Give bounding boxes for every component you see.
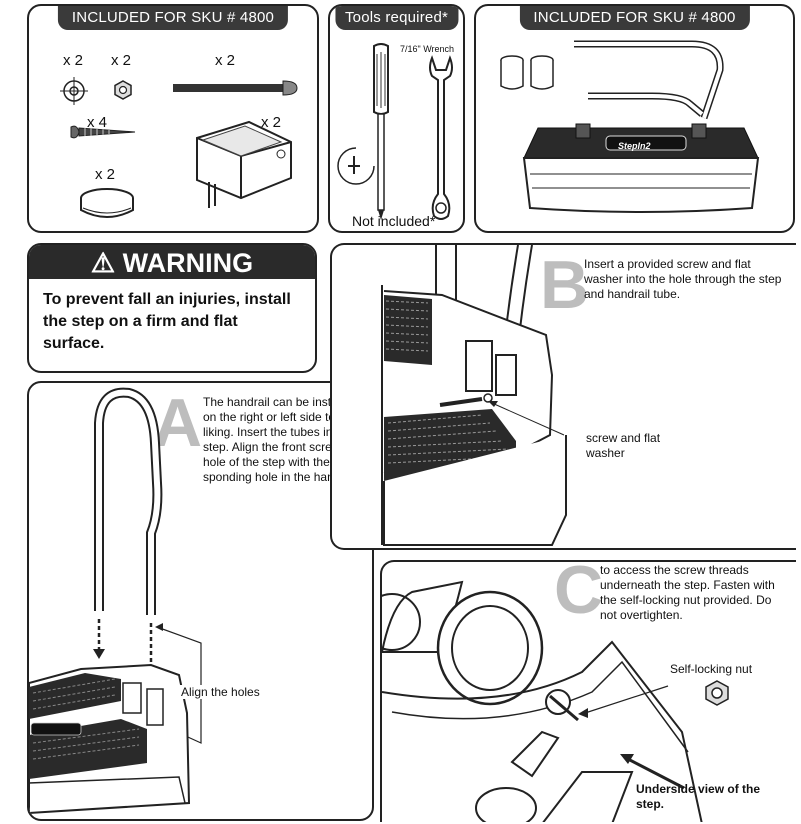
step-c-letter: C <box>554 560 604 628</box>
screwdriver-icon <box>373 43 389 220</box>
step-c-text: Turn the step assembly on the side to ac… <box>600 563 775 622</box>
not-included-label: Not included* <box>352 213 436 229</box>
wrench-icon <box>429 55 453 220</box>
bolt-icon <box>173 80 298 96</box>
step-b-text: Insert a provided screw and flat washer … <box>584 257 782 301</box>
tools-panel-title: Tools required* <box>334 6 459 30</box>
screw-washer-label: screw and flat washer <box>586 431 661 460</box>
cap-qty: x 2 <box>95 166 116 183</box>
align-holes-label: Align the holes <box>179 685 262 699</box>
warning-text: To prevent fall an injuries, install the… <box>43 291 291 352</box>
step-b-illustration <box>381 245 567 546</box>
step-a-text: The handrail can be installed on the rig… <box>203 395 365 484</box>
product-logo: StepIn2 <box>618 141 651 151</box>
self-locking-nut-label: Self-locking nut <box>670 662 753 676</box>
nut-qty: x 2 <box>111 52 132 69</box>
mount-bracket-icon <box>196 120 292 208</box>
bolt-qty: x 2 <box>215 52 236 69</box>
step-stool-icon <box>522 123 760 213</box>
end-cap-icon <box>80 188 134 218</box>
contents-panel-title: INCLUDED FOR SKU # 4800 <box>519 6 750 30</box>
wrench-label: 7/16" Wrench <box>400 44 455 54</box>
screw-qty: x 4 <box>87 114 108 131</box>
step-b-letter: B <box>540 247 590 323</box>
warning-panel: ⚠ WARNING To prevent fall an injuries, i… <box>27 243 317 373</box>
mount-qty: x 2 <box>261 114 282 131</box>
handrail-illustration <box>29 387 202 815</box>
underside-view-label: Underside view of the step. <box>636 782 761 811</box>
contents-panel: INCLUDED FOR SKU # 4800 StepIn2 <box>474 4 795 233</box>
warning-header: ⚠ WARNING <box>29 245 315 279</box>
nut-icon <box>705 680 729 706</box>
tube-sleeve-icon <box>500 55 554 90</box>
step-a-letter: A <box>153 385 203 461</box>
detail-circle <box>337 147 375 185</box>
step-b-panel: B Insert a provided screw and flat washe… <box>330 243 796 550</box>
parts-panel: INCLUDED FOR SKU # 4800 x 2 x 2 x 2 x 4 … <box>27 4 319 233</box>
tools-panel: Tools required* 7/16" Wrench Not include… <box>328 4 465 233</box>
washer-qty: x 2 <box>63 52 84 69</box>
parts-panel-title: INCLUDED FOR SKU # 4800 <box>57 6 289 30</box>
step-c-panel: C Turn the step assembly on the side to … <box>380 560 796 822</box>
handrail-icon <box>574 40 724 120</box>
step-a-panel: A The handrail can be installed on the r… <box>27 381 374 821</box>
warning-triangle-icon: ⚠ <box>90 248 116 278</box>
nut-icon <box>114 80 132 100</box>
washer-icon <box>60 77 88 105</box>
screw-icon <box>70 125 136 139</box>
warning-title: WARNING <box>122 248 254 278</box>
underside-illustration <box>382 580 703 822</box>
